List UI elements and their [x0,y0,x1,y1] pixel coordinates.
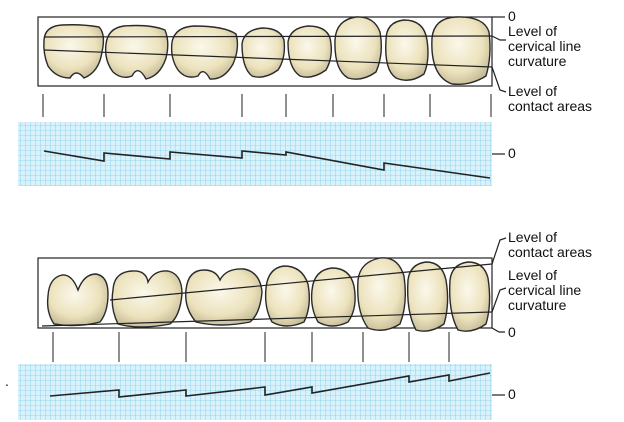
upper-tooth-dividers [42,94,492,117]
lower-tooth-5 [310,267,356,327]
lower-tooth-6 [357,257,407,331]
upper-contact-leader [491,66,507,93]
lower-reference-lines [41,237,507,333]
lower-tooth-2 [111,270,183,328]
lower-tooth-4 [264,265,311,327]
upper-tooth-3 [170,25,239,80]
lower-tooth-dividers [52,332,450,362]
upper-contact-line [43,49,493,68]
upper-grid-chart [18,122,492,186]
upper-tooth-8 [431,16,491,86]
lower-cervical-leader [491,287,507,313]
upper-cervical-leader [491,35,506,41]
lower-tooth-8 [448,261,491,332]
lower-contact-trace [49,372,491,398]
lower-tooth-1 [46,273,109,327]
lower-tooth-7 [406,261,449,332]
upper-tooth-4 [241,27,286,78]
upper-teeth [43,16,491,86]
lower-zero-leader [491,327,505,333]
lower-cervical-line [41,311,493,327]
upper-arch [18,16,507,186]
lower-teeth [46,257,491,332]
lower-contact-line [109,263,493,301]
stray-dot: . [5,373,9,389]
upper-tooth-6 [334,16,383,80]
lower-chart-zero-label: 0 [508,386,516,402]
upper-contact-trace [43,150,491,179]
upper-tooth-5 [287,25,333,78]
lower-arch: . [5,237,507,420]
upper-tooth-7 [385,19,429,81]
lower-tooth-3 [185,268,263,326]
upper-zero-label: 0 [508,8,516,24]
lower-contact-leader [491,237,507,265]
upper-cervical-line [43,35,493,38]
lower-zero-label: 0 [508,324,516,340]
upper-chart-zero-label: 0 [508,145,516,161]
upper-reference-lines [43,16,507,93]
upper-tooth-2 [104,24,169,80]
